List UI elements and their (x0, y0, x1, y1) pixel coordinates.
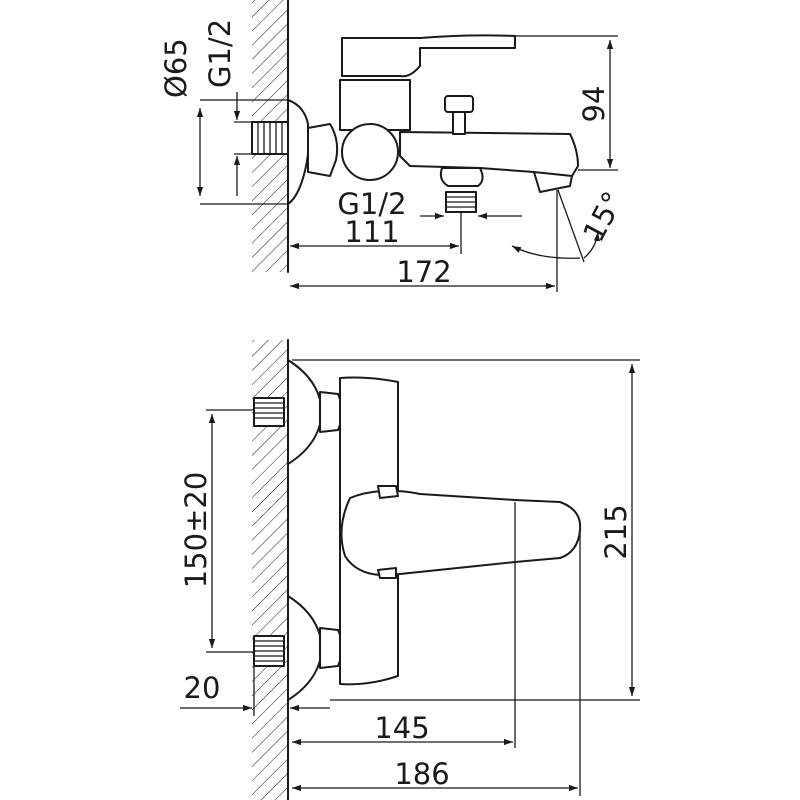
dim-label-total-reach: 186 (394, 757, 449, 791)
dim-label-centers: 150±20 (179, 472, 213, 589)
side-elevation-view: Ø65 G1/2 94 G1/2 111 172 15° (159, 0, 630, 292)
upper-nut (319, 391, 343, 433)
valve-circle-top (341, 123, 399, 181)
dim-label-inlet-thread: G1/2 (203, 19, 237, 88)
dim-label-outlet-distance: 111 (344, 215, 399, 249)
spout-front (340, 489, 582, 577)
dim-label-outlet-thread: G1/2 (337, 187, 406, 221)
dim-label-spout-reach: 145 (374, 711, 429, 745)
dim-arc-angle (511, 245, 581, 259)
shower-outlet-top (439, 167, 484, 187)
dim-label-height: 94 (577, 86, 611, 123)
spout-tip (533, 171, 573, 193)
lever-front (377, 485, 399, 499)
escutcheon-top (287, 99, 309, 205)
lower-escutcheon (287, 595, 323, 701)
dim-label-wall: 20 (184, 671, 221, 705)
dim-label-diameter: Ø65 (159, 38, 193, 98)
dim-label-total-height: 215 (599, 504, 633, 559)
lower-nut (319, 627, 343, 669)
front-elevation-view: 150±20 20 145 186 215 (179, 339, 640, 800)
dim-label-angle: 15° (576, 186, 630, 247)
upper-inlet-thread (253, 397, 285, 427)
connection-nut-top (307, 123, 339, 177)
diverter-knob (444, 95, 474, 113)
cartridge-body (339, 79, 411, 131)
lever-handle-top (341, 34, 516, 78)
upper-escutcheon (287, 359, 323, 465)
dim-label-depth: 172 (396, 255, 451, 289)
